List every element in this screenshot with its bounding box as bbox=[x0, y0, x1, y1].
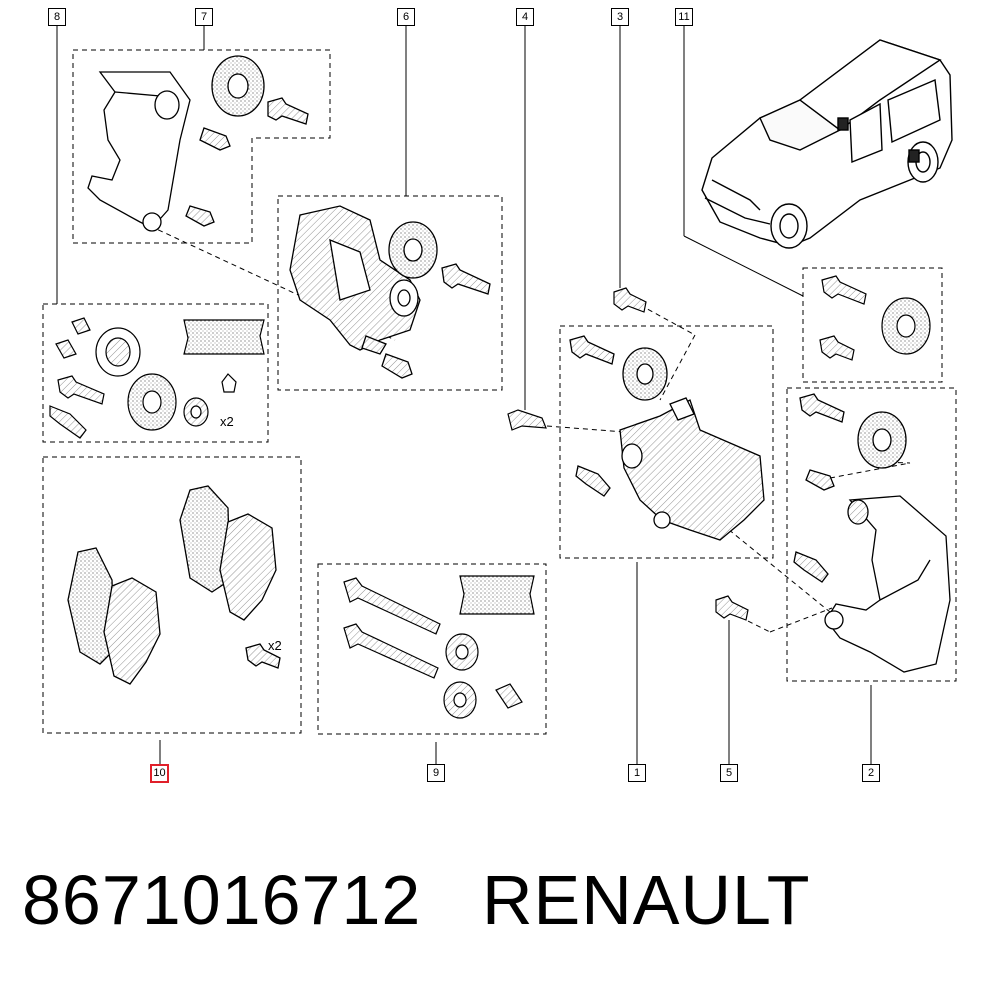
bolt bbox=[267, 97, 309, 125]
quantity-label: x2 bbox=[220, 414, 234, 429]
callout-3[interactable]: 3 bbox=[611, 8, 629, 26]
callout-2[interactable]: 2 bbox=[862, 764, 880, 782]
bushing bbox=[154, 90, 180, 120]
caliper-body-right bbox=[619, 399, 765, 541]
bolt bbox=[613, 287, 647, 313]
bolt bbox=[821, 275, 867, 305]
part-number: 8671016712 bbox=[22, 861, 422, 939]
quantity-label: x2 bbox=[268, 638, 282, 653]
car-illustration bbox=[701, 39, 953, 249]
bolt bbox=[199, 127, 231, 151]
grease-sachet bbox=[183, 319, 265, 355]
bolt bbox=[793, 551, 829, 583]
guide-pin bbox=[343, 577, 441, 635]
bolt bbox=[575, 465, 611, 497]
bolt bbox=[805, 469, 835, 491]
bolt bbox=[185, 205, 215, 227]
group-box-9 bbox=[317, 563, 547, 735]
bolt bbox=[57, 375, 105, 405]
piston-disc bbox=[388, 221, 438, 279]
seal-ring bbox=[95, 327, 141, 377]
callout-4[interactable]: 4 bbox=[516, 8, 534, 26]
callout-7[interactable]: 7 bbox=[195, 8, 213, 26]
callout-8[interactable]: 8 bbox=[48, 8, 66, 26]
rubber-boot bbox=[183, 397, 209, 427]
group-box-1 bbox=[559, 325, 774, 559]
piston-disc bbox=[857, 411, 907, 469]
callout-11[interactable]: 11 bbox=[675, 8, 693, 26]
brake-pad bbox=[103, 577, 161, 685]
guide-pin bbox=[343, 623, 439, 679]
piston-disc bbox=[211, 55, 265, 117]
callout-1[interactable]: 1 bbox=[628, 764, 646, 782]
group-box-10 bbox=[42, 456, 302, 734]
group-box-6 bbox=[277, 195, 503, 391]
bolt bbox=[715, 595, 749, 621]
brake-pad bbox=[67, 547, 115, 665]
brake-pad bbox=[179, 485, 231, 593]
bolt bbox=[799, 393, 845, 423]
brand-name: RENAULT bbox=[482, 861, 811, 939]
rubber-boot bbox=[443, 681, 477, 719]
bolt bbox=[49, 405, 87, 439]
callout-9[interactable]: 9 bbox=[427, 764, 445, 782]
bracket-right bbox=[825, 495, 951, 673]
callout-5[interactable]: 5 bbox=[720, 764, 738, 782]
group-box-8 bbox=[42, 303, 269, 443]
sleeve bbox=[495, 683, 523, 709]
piston-disc bbox=[881, 297, 931, 355]
bolt bbox=[569, 335, 615, 365]
callout-10[interactable]: 10 bbox=[150, 764, 169, 783]
piston-disc bbox=[622, 347, 668, 401]
bleed-screw bbox=[507, 409, 547, 431]
bolt bbox=[381, 353, 413, 379]
brake-pad bbox=[219, 513, 277, 621]
callout-6[interactable]: 6 bbox=[397, 8, 415, 26]
slide-pin bbox=[71, 317, 91, 335]
slide-pin bbox=[55, 339, 77, 359]
grease-sachet bbox=[459, 575, 535, 615]
bolt bbox=[819, 335, 855, 361]
bolt bbox=[441, 263, 491, 295]
group-box-7 bbox=[72, 49, 331, 244]
group-box-2 bbox=[786, 387, 957, 682]
bolt bbox=[245, 643, 281, 669]
piston-disc bbox=[127, 373, 177, 431]
rubber-boot bbox=[445, 633, 479, 671]
